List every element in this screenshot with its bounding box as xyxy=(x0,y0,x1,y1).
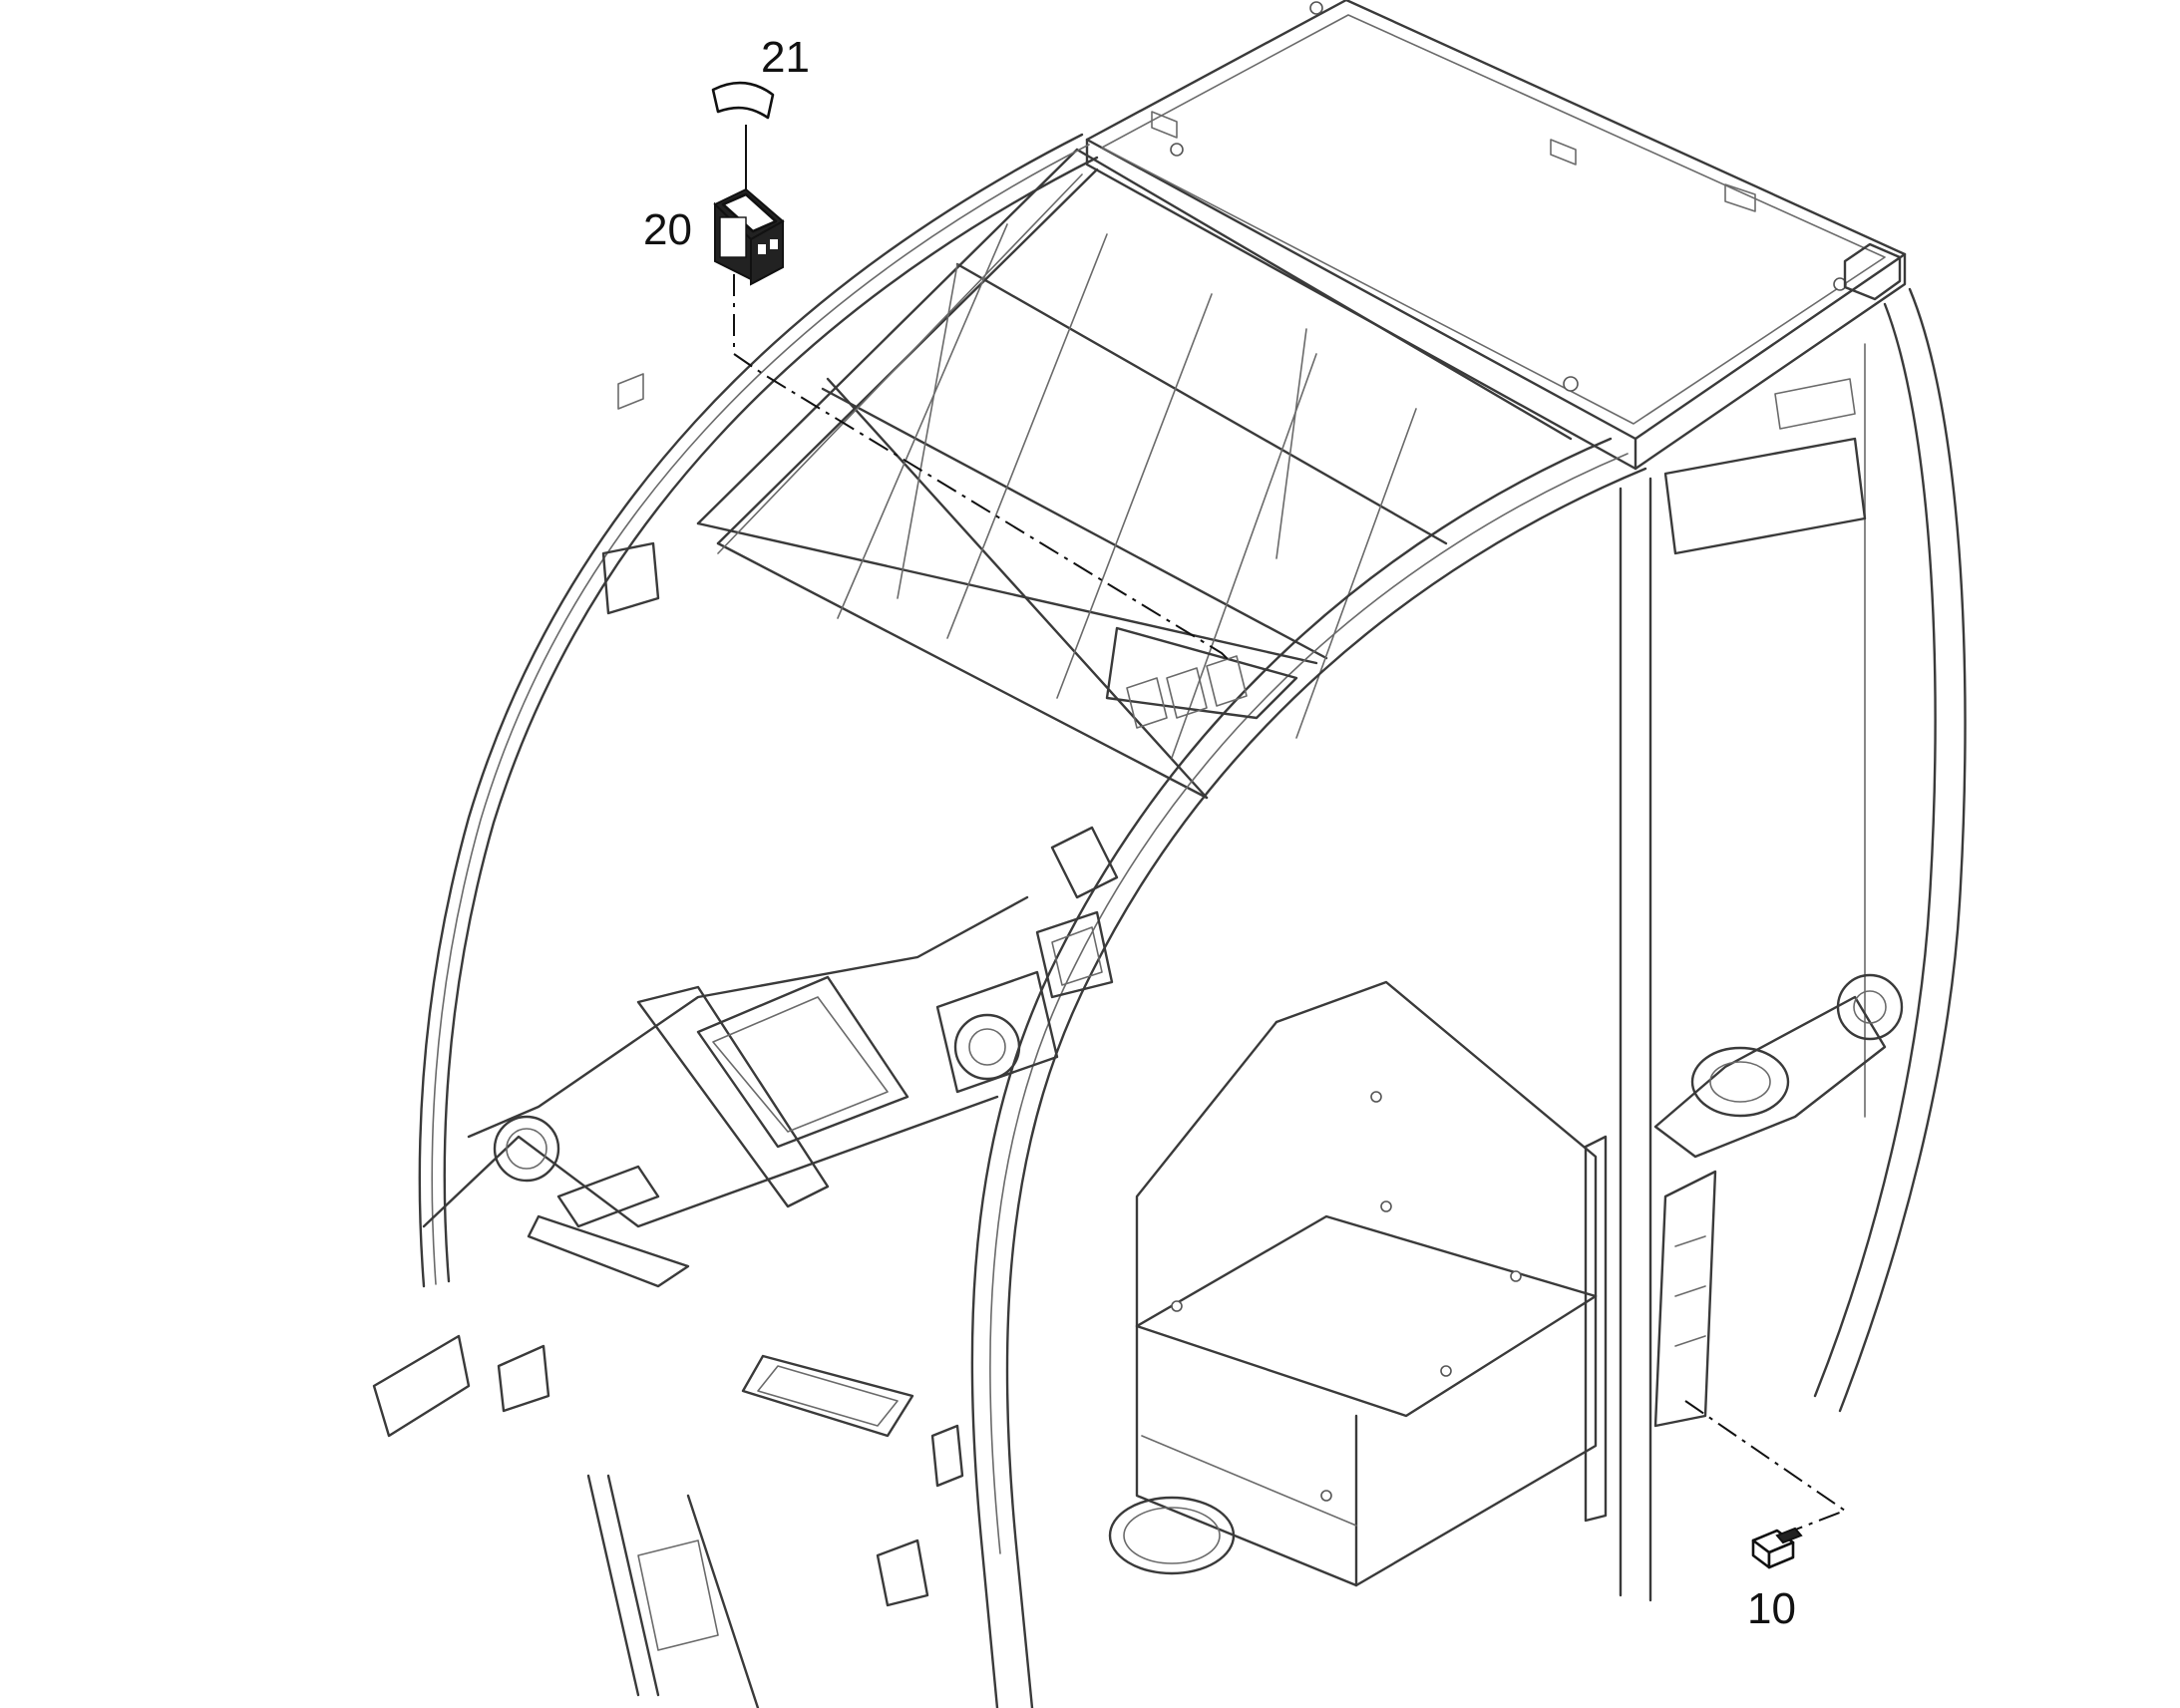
part-20-rocker-switch xyxy=(713,187,785,286)
leader-lines xyxy=(733,125,1848,1535)
dashboard-console xyxy=(422,626,1298,1438)
rear-right-pillars xyxy=(1619,287,1967,1602)
callout-21: 21 xyxy=(761,33,810,82)
cab-roof xyxy=(1085,0,1907,471)
floor-seat-box xyxy=(1108,980,1598,1587)
lower-brackets xyxy=(372,1334,964,1708)
front-left-pillar xyxy=(418,133,1099,1288)
callout-20: 20 xyxy=(643,205,692,254)
rear-mechanism xyxy=(1584,973,1904,1523)
roof-guard-grid xyxy=(696,148,1573,800)
part-10-fuse xyxy=(1751,1527,1803,1569)
front-center-pillar xyxy=(970,437,1647,1708)
leader-10-dashed xyxy=(1684,1400,1848,1535)
leader-20-dashed xyxy=(733,274,1233,664)
callout-10: 10 xyxy=(1747,1584,1796,1633)
part-21-lens-cap xyxy=(711,81,775,120)
